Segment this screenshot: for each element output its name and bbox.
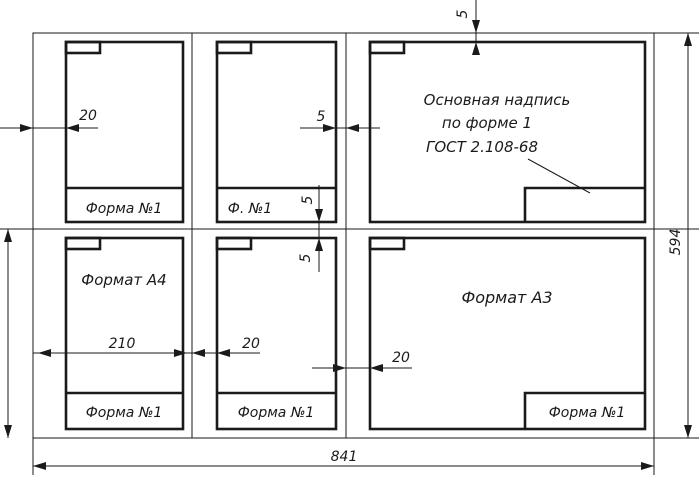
dimension-value: 297 bbox=[0, 320, 3, 347]
stamp-label: Ф. №1 bbox=[228, 201, 272, 217]
dimension-594: 594 bbox=[668, 33, 692, 438]
frame-top-right: Основная надпись по форме 1 ГОСТ 2.108-6… bbox=[368, 40, 647, 224]
stamp-label: Форма №1 bbox=[549, 405, 626, 421]
stamp-label: Форма №1 bbox=[86, 405, 163, 421]
dimension-value: 5 bbox=[298, 253, 314, 262]
frame-bottom-left: Формат А4 Форма №1 bbox=[64, 236, 185, 431]
dimension-210: 210 bbox=[33, 336, 192, 357]
dimension-value: 210 bbox=[109, 336, 136, 352]
note-line-1: Основная надпись bbox=[424, 91, 571, 109]
frame-bottom-middle: Форма №1 bbox=[215, 236, 338, 431]
dimension-value: 20 bbox=[242, 336, 260, 352]
dimension-5-middle: 5 bbox=[300, 109, 380, 132]
dimension-20-top-left: 20 bbox=[0, 108, 98, 132]
dimension-5-vertical: 5 5 bbox=[298, 185, 323, 272]
stamp-label: Форма №1 bbox=[238, 405, 315, 421]
frame-top-left: Форма №1 bbox=[64, 40, 185, 224]
dimension-297: 297 bbox=[0, 229, 12, 438]
dimension-value: 20 bbox=[392, 350, 410, 366]
dimension-value: 20 bbox=[79, 108, 97, 124]
frame-top-middle: Ф. №1 bbox=[215, 40, 338, 224]
format-a3-label: Формат А3 bbox=[461, 288, 552, 307]
dimension-5-top: 5 bbox=[455, 0, 480, 55]
format-a4-label: Формат А4 bbox=[81, 271, 166, 289]
dimension-841: 841 bbox=[33, 449, 654, 470]
sheet-outer-border bbox=[32, 32, 655, 439]
dimension-20-bottom-right: 20 bbox=[312, 350, 412, 372]
note-line-3: ГОСТ 2.108-68 bbox=[426, 138, 538, 156]
dimension-value: 841 bbox=[331, 449, 358, 465]
dimension-value: 5 bbox=[300, 195, 316, 204]
dimension-20-bottom-middle: 20 bbox=[185, 336, 260, 357]
dimension-value: 594 bbox=[668, 229, 684, 256]
stamp-label: Форма №1 bbox=[86, 201, 163, 217]
dimension-value: 5 bbox=[455, 9, 471, 18]
dimension-value: 5 bbox=[317, 109, 326, 125]
frame-bottom-right: Формат А3 Форма №1 bbox=[368, 236, 647, 431]
note-line-2: по форме 1 bbox=[442, 114, 532, 132]
leader-line bbox=[527, 158, 591, 194]
